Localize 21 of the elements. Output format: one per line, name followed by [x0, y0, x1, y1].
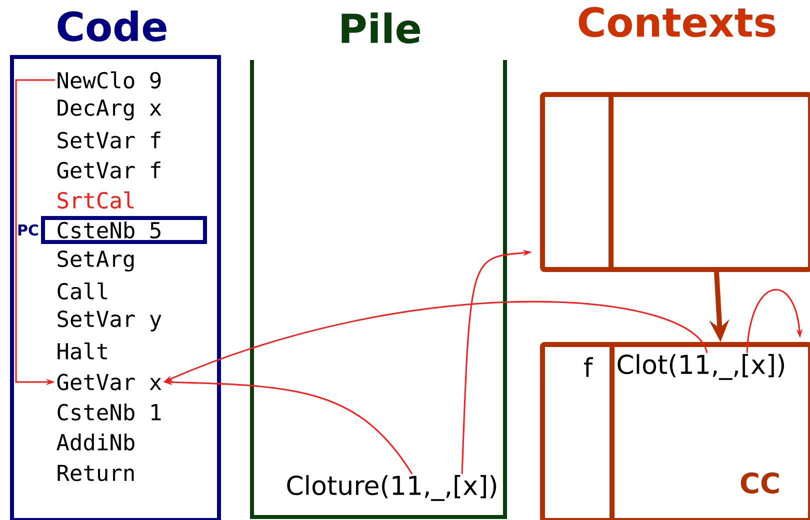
stack-entry: Cloture(11,_,[x]): [287, 475, 496, 501]
pc-label: PC: [18, 224, 38, 236]
instruction-text: Call: [58, 282, 108, 300]
arrow: [746, 289, 802, 353]
instruction-text: SetVar f: [58, 131, 160, 149]
instruction-text: CsteNb 1: [58, 404, 161, 421]
instruction-text: DecArg x: [58, 100, 162, 120]
instruction-text: GetVar x: [57, 374, 162, 390]
node-label: Code: [58, 10, 166, 42]
instruction-text: Halt: [58, 342, 108, 360]
instruction-text: GetVar f: [57, 161, 160, 179]
closure-value: Clot(11,_,[x]): [618, 354, 784, 380]
variable-name: f: [584, 357, 594, 377]
box-label: CC: [740, 472, 779, 494]
context-box: [540, 92, 810, 272]
instruction-text: AddiNb: [56, 434, 134, 451]
instruction-text: Return: [58, 464, 134, 482]
instruction-text: NewClo 9: [58, 71, 161, 89]
column-heading: Contexts: [578, 6, 776, 38]
pc-box: CsteNb 5: [41, 216, 207, 244]
instruction-text: SetVar y: [58, 310, 162, 332]
